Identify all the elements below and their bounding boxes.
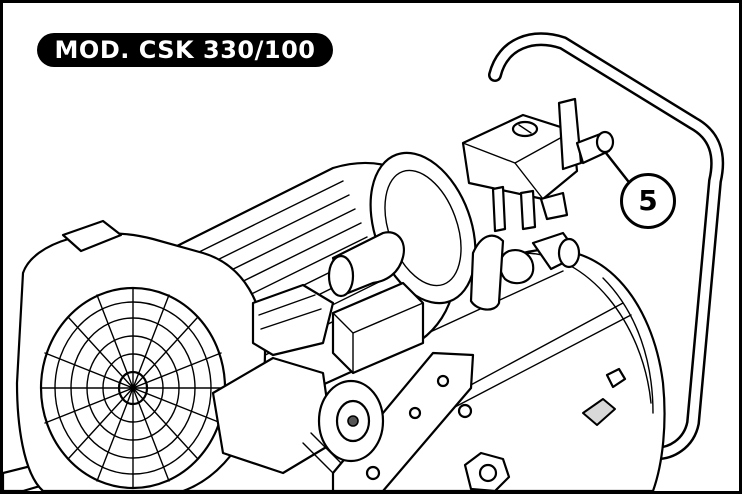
callout-number: 5 bbox=[620, 173, 676, 229]
tank-fitting bbox=[463, 367, 627, 491]
compressor-line-drawing bbox=[3, 32, 725, 491]
fan-cover bbox=[15, 219, 267, 491]
pressure-switch bbox=[461, 97, 615, 311]
handle-bar bbox=[488, 32, 725, 461]
model-badge: MOD. CSK 330/100 bbox=[37, 33, 333, 67]
mounting-plate bbox=[331, 351, 475, 491]
callout-leader-line bbox=[604, 151, 630, 183]
pump-head bbox=[211, 283, 385, 475]
